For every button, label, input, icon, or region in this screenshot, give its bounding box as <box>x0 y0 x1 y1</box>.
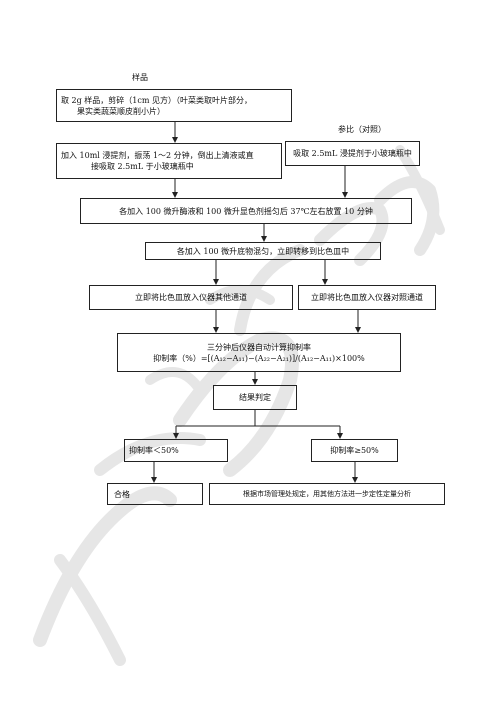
sample-label: 样品 <box>132 73 148 82</box>
reference-extract-box: 吸取 2.5mL 浸提剂于小玻璃瓶中 <box>285 141 420 166</box>
calculation-box: 三分钟后仪器自动计算抑制率 抑制率（%）=[(A₁₂−A₁₁)−(A₂₂−A₂₁… <box>117 333 401 372</box>
extract-line-1: 加入 10ml 浸提剂，振荡 1～2 分钟，倒出上清液或直 <box>61 151 254 160</box>
sample-prep-line-2: 果实类蔬菜顺皮削小片） <box>77 106 165 116</box>
reference-channel-box: 立即将比色皿放入仪器对照通道 <box>298 285 436 310</box>
result-judgement-text: 结果判定 <box>239 393 271 402</box>
extract-line-2: 接吸取 2.5mL 于小玻璃瓶中 <box>91 162 194 171</box>
sample-prep-line-1: 取 2g 样品，剪碎（1cm 见方）（叶菜类取叶片部分， <box>61 95 252 105</box>
pass-text: 合格 <box>114 489 130 499</box>
enzyme-step-text: 各加入 100 微升酶液和 100 微升显色剂摇匀后 37℃左右放置 10 分钟 <box>119 206 373 216</box>
calculation-title: 三分钟后仪器自动计算抑制率 <box>206 342 311 352</box>
below-threshold-box: 抑制率＜50% <box>124 439 228 462</box>
substrate-step-box: 各加入 100 微升底物混匀，立即转移到比色皿中 <box>145 242 381 260</box>
further-analysis-text: 根据市场管理处规定，用其他方法进一步定性定量分析 <box>243 489 411 498</box>
extract-box: 加入 10ml 浸提剂，振荡 1～2 分钟，倒出上清液或直 接吸取 2.5mL … <box>56 143 282 179</box>
result-judgement-box: 结果判定 <box>213 385 297 410</box>
reference-channel-text: 立即将比色皿放入仪器对照通道 <box>311 293 423 302</box>
further-analysis-box: 根据市场管理处规定，用其他方法进一步定性定量分析 <box>209 483 445 505</box>
reference-label: 参比（对照） <box>338 125 386 134</box>
pass-box: 合格 <box>107 483 203 505</box>
above-threshold-text: 抑制率≥50% <box>330 446 379 455</box>
enzyme-step-box: 各加入 100 微升酶液和 100 微升显色剂摇匀后 37℃左右放置 10 分钟 <box>80 198 412 224</box>
above-threshold-box: 抑制率≥50% <box>311 439 398 462</box>
other-channel-text: 立即将比色皿放入仪器其他通道 <box>135 293 247 302</box>
sample-prep-box: 取 2g 样品，剪碎（1cm 见方）（叶菜类取叶片部分， 果实类蔬菜顺皮削小片） <box>56 89 292 122</box>
below-threshold-text: 抑制率＜50% <box>129 446 179 455</box>
reference-extract-text: 吸取 2.5mL 浸提剂于小玻璃瓶中 <box>293 149 412 158</box>
other-channel-box: 立即将比色皿放入仪器其他通道 <box>89 285 293 310</box>
inhibition-formula: 抑制率（%）=[(A₁₂−A₁₁)−(A₂₂−A₂₁)]/(A₁₂−A₁₁)×1… <box>153 353 365 363</box>
substrate-step-text: 各加入 100 微升底物混匀，立即转移到比色皿中 <box>176 246 350 256</box>
